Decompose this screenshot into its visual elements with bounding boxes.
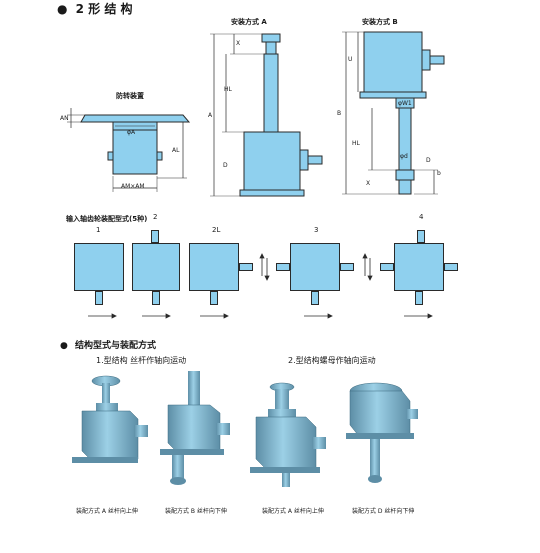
type2-caption: 2.型结构螺母作轴向运动 [288, 356, 376, 365]
variant-2l-box [189, 243, 239, 291]
mount-b-title: 安装方式 B [362, 18, 398, 26]
mount-b-diagram [342, 31, 445, 195]
photo-4 [346, 382, 418, 483]
variant-label: 3 [314, 226, 319, 234]
variant-label: 4 [419, 213, 424, 221]
photo-1 [72, 375, 148, 463]
label-mount-a-d: D [223, 162, 228, 169]
motion-arrows [88, 253, 433, 319]
anti-rotation-diagram [67, 108, 191, 192]
variant-2-box [132, 243, 180, 291]
variant-label: 2 [153, 213, 158, 221]
label-mount-b-hl: HL [352, 140, 360, 147]
photo-3 [250, 382, 326, 487]
anti-rotation-title: 防转装置 [116, 92, 144, 100]
label-mount-a-hl: HL [224, 86, 232, 93]
photo-caption: 装配方式 D 丝杆向下伸 [352, 508, 415, 515]
variant-3-box [290, 243, 340, 291]
label-mount-b-b-small: b [437, 170, 441, 177]
label-mount-b-u: U [348, 56, 353, 63]
label-mount-a-a: A [208, 112, 213, 119]
variant-4-shaft-bottom [415, 291, 423, 305]
photo-caption: 装配方式 A 丝杆向上伸 [262, 508, 324, 515]
variant-2l-shaft-bottom [210, 291, 218, 305]
structure-section-title: ● 结构型式与装配方式 [60, 338, 156, 351]
variant-1-shaft [95, 291, 103, 305]
mount-a-diagram [210, 33, 323, 197]
structure-section-title-text: 结构型式与装配方式 [75, 341, 157, 351]
photo-caption: 装配方式 A 丝杆向上伸 [76, 508, 138, 515]
variant-4-shaft-left [380, 263, 394, 271]
variant-2-shaft-top [151, 230, 159, 243]
label-phi-a: φA [127, 129, 136, 136]
label-am: AM×AM [121, 183, 145, 190]
variant-2-shaft-bottom [152, 291, 160, 305]
label-an: AN [60, 115, 69, 122]
mount-a-title: 安装方式 A [231, 18, 267, 26]
section-title-text: 2 形 结 构 [75, 2, 133, 16]
section-title: ● 2 形 结 构 [57, 0, 133, 17]
variant-3-shaft-bottom [311, 291, 319, 305]
variant-label: 2L [212, 226, 221, 234]
label-mount-a-x: X [236, 40, 241, 47]
photo-2 [160, 371, 230, 485]
type1-caption: 1.型结构 丝杆作轴向运动 [96, 356, 187, 365]
variant-3-shaft-left [276, 263, 290, 271]
variant-4-box [394, 243, 444, 291]
bullet-icon: ● [57, 2, 68, 16]
input-section-title: 输入轴齿轮装配型式(5种) [66, 215, 148, 223]
flange-plate [80, 114, 191, 123]
label-mount-b-d: D [426, 157, 431, 164]
anti-rotation-body [112, 129, 158, 175]
label-mount-b-phi-d: φd [400, 153, 408, 160]
label-mount-b-phi-w1: φW1 [398, 100, 412, 107]
bullet-icon: ● [60, 341, 68, 351]
label-mount-b-b: B [337, 110, 342, 117]
photo-caption: 装配方式 B 丝杆向下伸 [165, 508, 227, 515]
variant-1-box [74, 243, 124, 291]
variant-label: 1 [96, 226, 101, 234]
product-photos [72, 371, 418, 487]
variant-4-shaft-right [444, 263, 458, 271]
label-al: AL [172, 147, 180, 154]
label-mount-b-x: X [366, 180, 371, 187]
variant-2l-shaft-right [239, 263, 253, 271]
variant-3-shaft-right [340, 263, 354, 271]
variant-4-shaft-top [417, 230, 425, 243]
mount-b-gearbox [363, 31, 423, 93]
